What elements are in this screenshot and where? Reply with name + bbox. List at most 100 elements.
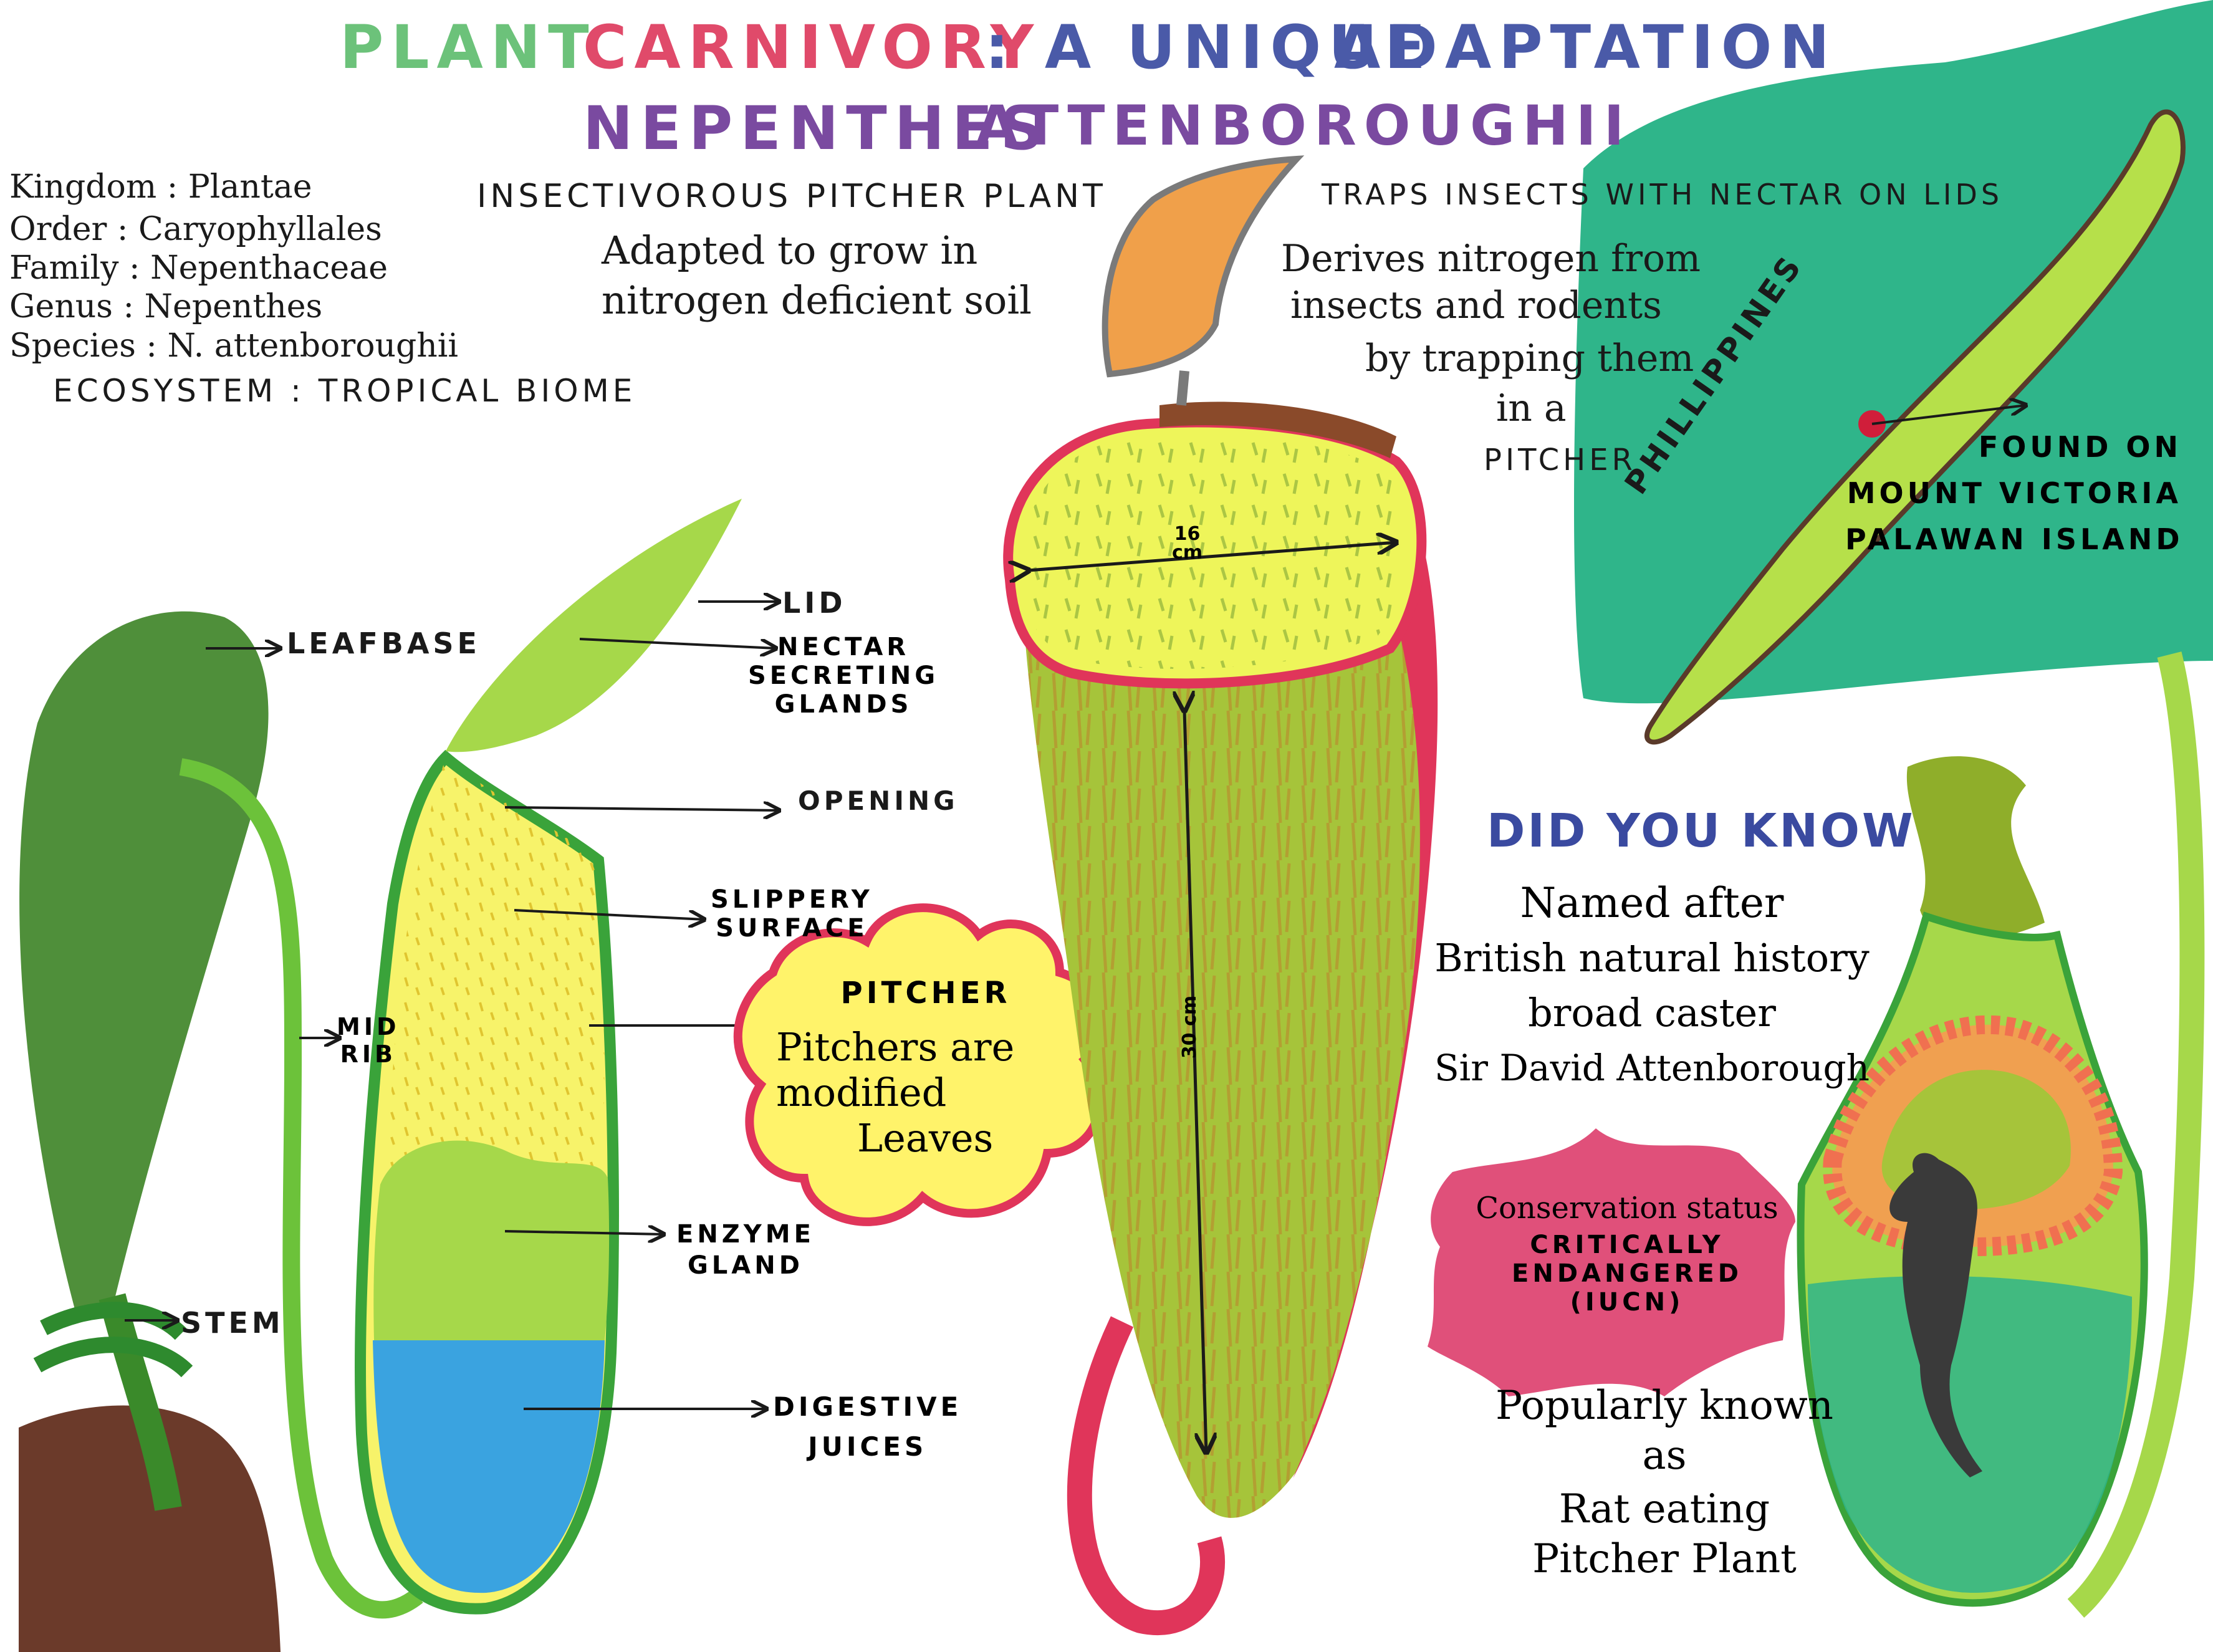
sea-area — [1574, 0, 2213, 704]
label-digestive-line1: DIGESTIVE — [773, 1391, 962, 1422]
pitcher-callout-cloud — [733, 903, 1106, 1226]
label-slippery-line1: SLIPPERY — [711, 885, 873, 914]
derives-line4: in a — [1496, 387, 1567, 430]
rat — [1889, 1153, 1982, 1477]
philippines-map — [1574, 0, 2213, 745]
kingdom-text: Kingdom : Plantae — [9, 168, 312, 206]
title-plant: PLANT — [340, 12, 597, 82]
island-palawan — [1644, 109, 2186, 745]
left-diagram-arrows — [125, 602, 779, 1409]
map-found-line1: FOUND ON — [1978, 430, 2182, 464]
stem — [98, 1293, 182, 1511]
label-digestive-line2: JUICES — [808, 1431, 928, 1462]
map-found-line2: MOUNT VICTORIA — [1846, 476, 2182, 510]
lid — [446, 499, 742, 752]
adapted-line2: nitrogen deficient soil — [602, 277, 1032, 323]
label-stem: STEM — [181, 1306, 284, 1340]
map-found-label: FOUND ON MOUNT VICTORIA PALAWAN ISLAND — [1845, 424, 2182, 562]
label-midrib: MID RIB — [337, 1013, 400, 1068]
conservation-line2: CRITICALLY — [1530, 1231, 1724, 1259]
digestive-juice — [373, 1340, 605, 1593]
pitcher-callout-line3: Leaves — [857, 1115, 994, 1161]
rat-pitcher-lower — [1808, 1275, 2132, 1593]
slippery-arrow — [514, 909, 704, 920]
map-found-line3: PALAWAN ISLAND — [1845, 522, 2184, 556]
did-you-know-body: Named after British natural history broa… — [1403, 876, 1901, 1095]
subtitle-species: ATTENBOROUGHII — [976, 94, 1632, 158]
species-text: Species : N. attenboroughii — [9, 327, 459, 365]
title-carnivory: CARNIVORY — [583, 12, 1042, 82]
label-enzyme-gland: ENZYME GLAND — [676, 1219, 815, 1281]
label-enzyme-line1: ENZYME — [676, 1220, 815, 1249]
enzyme-gland-region — [373, 1140, 610, 1340]
enzyme-arrow — [504, 1231, 664, 1234]
center-pitcher-rim-fill — [1159, 401, 1396, 458]
center-pitcher-lid-stalk — [1176, 370, 1189, 406]
did-you-know-line1: Named after — [1520, 879, 1784, 927]
label-nectar-glands: NECTAR SECRETING GLANDS — [748, 633, 939, 719]
conservation-badge — [1428, 1128, 1795, 1396]
label-slippery-surface: SLIPPERY SURFACE — [711, 885, 873, 943]
adapted-line1: Adapted to grow in — [602, 228, 978, 273]
opening-arrow — [504, 807, 779, 810]
width-measure-arrow — [1029, 542, 1396, 570]
did-you-know-line2: British natural history — [1434, 935, 1870, 981]
leaf — [19, 611, 269, 1309]
label-opening: OPENING — [798, 785, 959, 816]
order-text: Order : Caryophyllales — [9, 211, 382, 248]
did-you-know-heading: DID YOU KNOW — [1487, 804, 1916, 858]
width-measure-unit: cm — [1172, 542, 1203, 564]
pitcher-callout-text: PITCHER Pitchers are modified Leaves — [776, 976, 1075, 1161]
derives-line1: Derives nitrogen from — [1281, 237, 1701, 281]
rat-pitcher-tendril — [2067, 651, 2205, 1618]
derives-line3: by trapping them — [1365, 337, 1694, 380]
tendril — [179, 758, 423, 1619]
did-you-know-line4: Sir David Attenborough — [1434, 1047, 1870, 1089]
width-measure-label: 16 cm — [1172, 525, 1203, 562]
subtitle-genus: NEPENTHES — [583, 94, 1051, 163]
derives-line2: insects and rodents — [1290, 284, 1662, 327]
center-pitcher-tendril — [1067, 1316, 1225, 1636]
conservation-line1: Conservation status — [1476, 1191, 1779, 1226]
pitcher-callout-heading: PITCHER — [840, 976, 1011, 1011]
traps-text: TRAPS INSECTS WITH NECTAR ON LIDS — [1322, 178, 2004, 211]
center-pitcher-lid — [1102, 155, 1305, 378]
nectar-arrow — [579, 638, 776, 648]
label-digestive-juices: DIGESTIVE JUICES — [773, 1387, 962, 1467]
conservation-text: Conservation status CRITICALLY ENDANGERE… — [1468, 1191, 1786, 1317]
pitcher-yellow-texture — [386, 757, 605, 1184]
label-midrib-line2: RIB — [340, 1040, 396, 1068]
map-arrow — [1871, 405, 2026, 425]
derives-line5: PITCHER — [1484, 443, 1636, 478]
conservation-line3: ENDANGERED — [1512, 1259, 1742, 1288]
label-enzyme-line2: GLAND — [687, 1251, 804, 1280]
height-measure-label: 30 cm — [1179, 996, 1201, 1059]
popular-line1: Popularly known — [1495, 1383, 1833, 1429]
height-measure-value: 30 — [1179, 1032, 1201, 1059]
did-you-know-line3: broad caster — [1528, 990, 1776, 1035]
center-pitcher — [1003, 155, 1438, 1636]
label-lid: LID — [782, 586, 847, 620]
soil — [19, 1405, 281, 1652]
label-midrib-line1: MID — [337, 1013, 400, 1040]
popular-line3: Rat eating — [1558, 1486, 1770, 1532]
pitcher-callout-line2: modified — [776, 1070, 947, 1115]
height-measure-arrow — [1184, 711, 1206, 1453]
width-measure-value: 16 — [1174, 523, 1201, 545]
genus-text: Genus : Nepenthes — [9, 288, 323, 325]
rat-pitcher-lid — [1906, 756, 2045, 940]
ecosystem-text: ECOSYSTEM : TROPICAL BIOME — [53, 373, 636, 409]
popular-name-text: Popularly known as Rat eating Pitcher Pl… — [1490, 1381, 1839, 1584]
title-adaptation: ADAPTATION — [1334, 12, 1837, 82]
center-pitcher-mouth-texture — [1022, 435, 1406, 669]
rat-pitcher-illustration — [1797, 651, 2205, 1618]
center-pitcher-streaks — [1022, 598, 1427, 1518]
label-nectar-line1: NECTAR — [777, 633, 910, 661]
left-plant-diagram — [19, 499, 742, 1652]
label-nectar-line3: GLANDS — [774, 690, 913, 719]
popular-line2: as — [1642, 1433, 1687, 1479]
popular-line4: Pitcher Plant — [1532, 1536, 1797, 1582]
height-measure-unit: cm — [1179, 995, 1201, 1026]
